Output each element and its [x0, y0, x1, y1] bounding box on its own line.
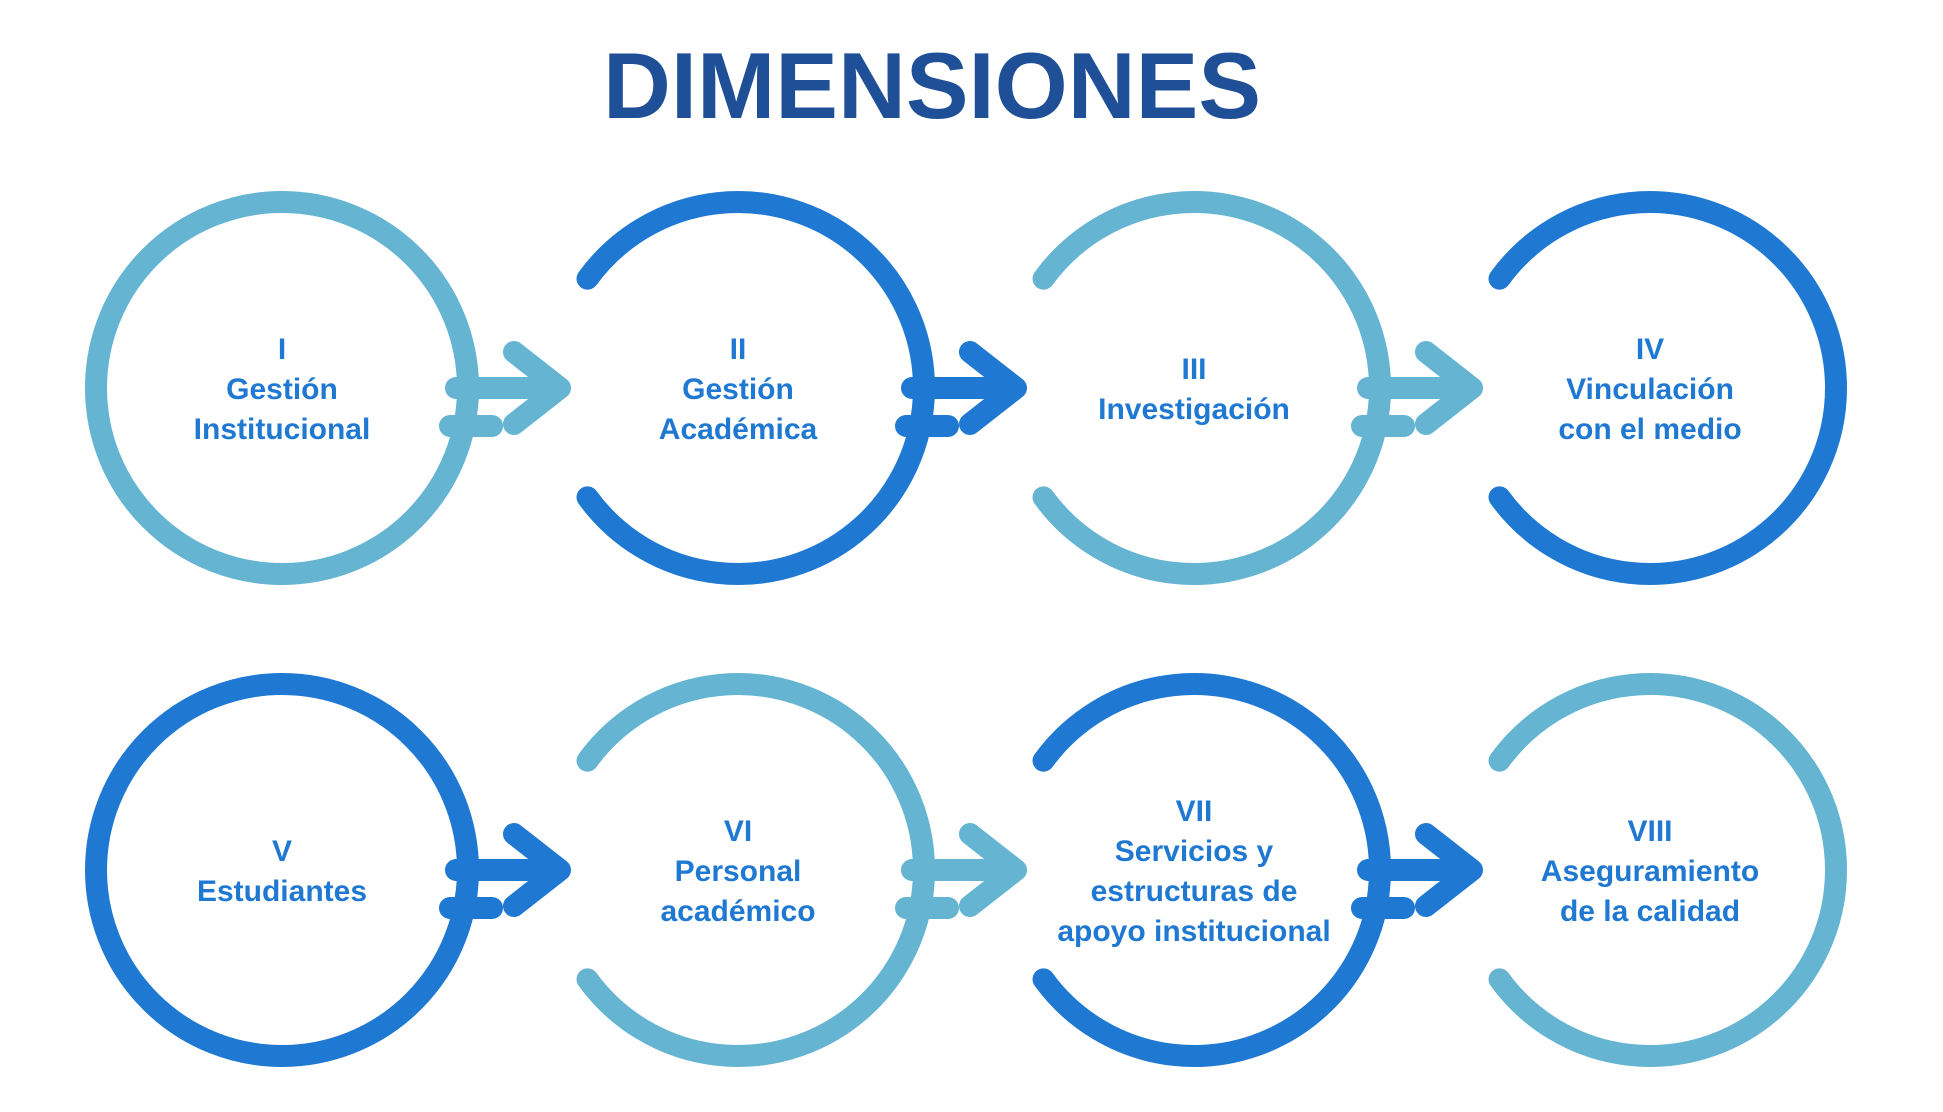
- node-ring-4: [1488, 191, 1847, 585]
- node-ring-5: [85, 673, 479, 1067]
- node-label-6: VI Personal académico: [660, 815, 815, 928]
- node-label-line: Vinculación: [1566, 373, 1734, 406]
- arrow-1-2: [439, 341, 571, 437]
- node-label-line: Académica: [659, 413, 818, 446]
- node-label-line: académico: [660, 895, 815, 928]
- node-label-line: IV: [1636, 333, 1664, 366]
- arrows-layer: [439, 341, 1483, 919]
- node-label-line: apoyo institucional: [1057, 915, 1330, 948]
- node-label-8: VIII Aseguramiento de la calidad: [1541, 815, 1759, 928]
- node-label-line: de la calidad: [1560, 895, 1740, 928]
- arrow-7-8: [1351, 823, 1483, 919]
- node-label-line: estructuras de: [1091, 875, 1298, 908]
- node-label-line: Institucional: [194, 413, 371, 446]
- node-label-line: Gestión: [682, 373, 794, 406]
- node-label-line: VI: [724, 815, 752, 848]
- node-label-line: III: [1181, 353, 1206, 386]
- node-label-line: V: [272, 835, 292, 868]
- node-label-line: Estudiantes: [197, 875, 367, 908]
- node-label-line: Investigación: [1098, 393, 1290, 426]
- node-label-line: VII: [1176, 795, 1213, 828]
- arrow-5-6: [439, 823, 571, 919]
- arrow-head: [959, 341, 1027, 435]
- node-label-line: I: [278, 333, 286, 366]
- node-label-3: III Investigación: [1098, 353, 1290, 426]
- node-label-line: Aseguramiento: [1541, 855, 1759, 888]
- dimension-node-7: VII Servicios y estructuras de apoyo instit…: [1032, 673, 1391, 1067]
- dimension-node-5: V Estudiantes: [85, 673, 479, 1067]
- node-ring-8: [1488, 673, 1847, 1067]
- arrow-head: [1415, 823, 1483, 917]
- dimension-node-6: VI Personal académico: [576, 673, 935, 1067]
- node-ring-3: [1032, 191, 1391, 585]
- node-label-line: II: [730, 333, 747, 366]
- arrow-3-4: [1351, 341, 1483, 437]
- arrow-6-7: [895, 823, 1027, 919]
- arrow-2-3: [895, 341, 1027, 437]
- node-label-7: VII Servicios y estructuras de apoyo instit…: [1057, 795, 1330, 948]
- node-label-line: Servicios y: [1115, 835, 1274, 868]
- dimension-node-8: VIII Aseguramiento de la calidad: [1488, 673, 1847, 1067]
- arrow-head: [503, 823, 571, 917]
- dimension-node-3: III Investigación: [1032, 191, 1391, 585]
- dimension-node-4: IV Vinculación con el medio: [1488, 191, 1847, 585]
- page-title: DIMENSIONES: [603, 33, 1261, 138]
- node-label-4: IV Vinculación con el medio: [1558, 333, 1741, 446]
- arrow-head: [1415, 341, 1483, 435]
- node-label-5: V Estudiantes: [197, 835, 367, 908]
- arrow-head: [503, 341, 571, 435]
- node-label-line: Gestión: [226, 373, 338, 406]
- node-label-line: VIII: [1627, 815, 1672, 848]
- node-ring-7: [1032, 673, 1391, 1067]
- node-label-line: con el medio: [1558, 413, 1741, 446]
- node-label-line: Personal: [675, 855, 802, 888]
- arrow-head: [959, 823, 1027, 917]
